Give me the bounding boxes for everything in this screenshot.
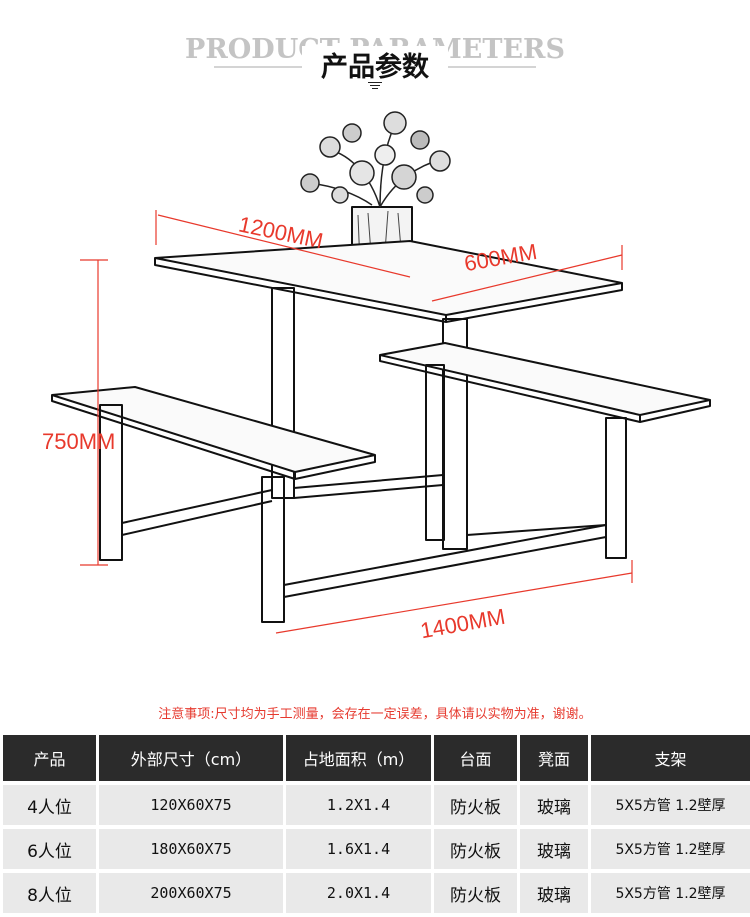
cell-product: 8人位	[3, 873, 96, 913]
dimension-height-label: 750MM	[42, 429, 116, 454]
cell-seat: 玻璃	[520, 829, 588, 869]
cell-tabletop: 防火板	[434, 785, 517, 825]
cell-frame: 5X5方管 1.2壁厚	[591, 829, 750, 869]
cell-tabletop: 防火板	[434, 873, 517, 913]
header-frame: 支架	[591, 735, 750, 781]
header-outer-size: 外部尺寸（cm）	[99, 735, 283, 781]
cell-seat: 玻璃	[520, 785, 588, 825]
cell-product: 6人位	[3, 829, 96, 869]
cell-outer-size: 200X60X75	[99, 873, 283, 913]
table-header-row: 产品 外部尺寸（cm） 占地面积（m） 台面 凳面 支架	[3, 735, 750, 781]
cell-outer-size: 180X60X75	[99, 829, 283, 869]
table-row: 4人位 120X60X75 1.2X1.4 防火板 玻璃 5X5方管 1.2壁厚	[3, 785, 750, 825]
table-row: 8人位 200X60X75 2.0X1.4 防火板 玻璃 5X5方管 1.2壁厚	[3, 873, 750, 913]
header-tabletop: 台面	[434, 735, 517, 781]
cell-tabletop: 防火板	[434, 829, 517, 869]
cell-frame: 5X5方管 1.2壁厚	[591, 873, 750, 913]
menu-lines-icon	[368, 82, 382, 91]
cell-product: 4人位	[3, 785, 96, 825]
cell-frame: 5X5方管 1.2壁厚	[591, 785, 750, 825]
measurement-note: 注意事项:尺寸均为手工测量，会存在一定误差，具体请以实物为准，谢谢。	[158, 707, 592, 722]
header-product: 产品	[3, 735, 96, 781]
cell-outer-size: 120X60X75	[99, 785, 283, 825]
table-row: 6人位 180X60X75 1.6X1.4 防火板 玻璃 5X5方管 1.2壁厚	[3, 829, 750, 869]
cell-seat: 玻璃	[520, 873, 588, 913]
cell-floor-area: 2.0X1.4	[286, 873, 431, 913]
cell-floor-area: 1.6X1.4	[286, 829, 431, 869]
spec-table: 产品 外部尺寸（cm） 占地面积（m） 台面 凳面 支架 4人位 120X60X…	[0, 731, 750, 917]
table-bench-sketch	[51, 111, 711, 634]
header-floor-area: 占地面积（m）	[286, 735, 431, 781]
header-seat: 凳面	[520, 735, 588, 781]
product-drawing: 1200MM 600MM 750MM 1400MM	[0, 95, 750, 699]
cell-floor-area: 1.2X1.4	[286, 785, 431, 825]
